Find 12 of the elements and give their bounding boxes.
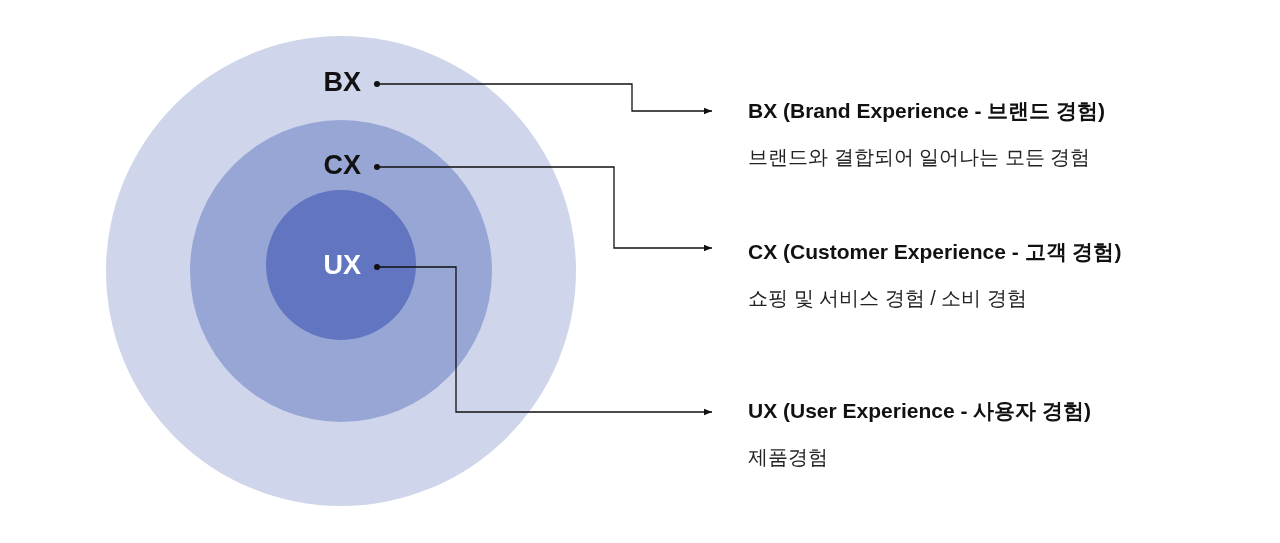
circle-label: UX xyxy=(320,249,377,281)
description-text: 쇼핑 및 서비스 경험 / 소비 경험 xyxy=(748,286,1028,311)
circle-label: CX xyxy=(320,149,377,181)
heading-text: BX (Brand Experience - 브랜드 경험) xyxy=(748,98,1106,124)
heading-text: CX (Customer Experience - 고객 경험) xyxy=(748,239,1122,265)
circle-label: BX xyxy=(320,66,377,98)
description-text: 브랜드와 결합되어 일어나는 모든 경험 xyxy=(748,145,1092,170)
connector-arrow xyxy=(374,81,713,115)
connector-arrow xyxy=(374,264,713,416)
description-text: 제품경험 xyxy=(748,445,829,470)
connector-arrow xyxy=(374,164,713,252)
heading-text: UX (User Experience - 사용자 경험) xyxy=(748,398,1092,424)
